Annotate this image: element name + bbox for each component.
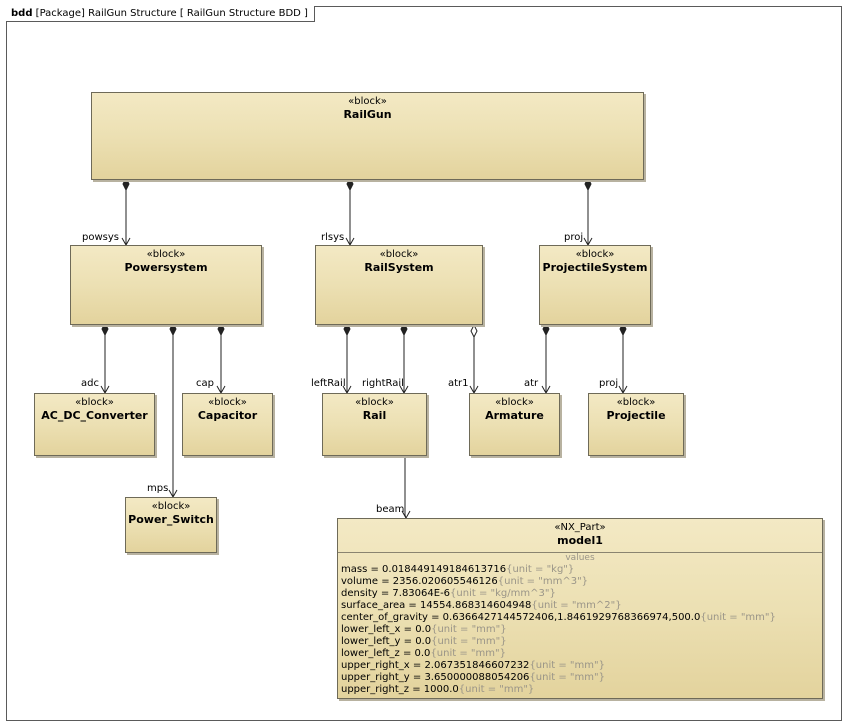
role-label-cap: cap (196, 378, 214, 389)
value-text: surface_area = 14554.868314604948 (341, 600, 532, 611)
value-unit: {unit = "mm^3"} (497, 576, 589, 587)
block-name: Power_Switch (128, 513, 214, 526)
value-row: center_of_gravity = 0.6366427144572406,1… (341, 612, 822, 624)
value-unit: {unit = "kg"} (506, 564, 575, 575)
role-label-adc: adc (81, 378, 99, 389)
block-name: Rail (362, 409, 387, 422)
role-label-rlsys: rlsys (321, 232, 345, 243)
block-ac-dc-converter[interactable]: «block» AC_DC_Converter (34, 393, 155, 456)
diamond-atr (542, 321, 550, 337)
diamond-leftrail (343, 321, 351, 337)
stereotype-label: «block» (75, 397, 114, 408)
role-label-leftrail: leftRail (311, 378, 346, 389)
block-projectile[interactable]: «block» Projectile (588, 393, 684, 456)
block-name: AC_DC_Converter (41, 409, 148, 422)
value-row: mass = 0.018449149184613716{unit = "kg"} (341, 564, 822, 576)
value-row: density = 7.83064E-6{unit = "kg/mm^3"} (341, 588, 822, 600)
value-unit: {unit = "mm"} (529, 672, 605, 683)
stereotype-label: «block» (495, 397, 534, 408)
role-label-beam: beam (376, 504, 405, 515)
value-row: upper_right_x = 2.067351846607232{unit =… (341, 660, 822, 672)
assoc-beam (404, 457, 407, 519)
block-railgun[interactable]: «block» RailGun (91, 92, 644, 180)
block-name: Capacitor (197, 409, 258, 422)
value-text: lower_left_x = 0.0 (341, 624, 432, 635)
stereotype-label: «block» (379, 249, 419, 260)
value-text: center_of_gravity = 0.6366427144572406,1… (341, 612, 701, 623)
value-unit: {unit = "mm"} (431, 636, 507, 647)
value-text: volume = 2356.020605546126 (341, 576, 498, 587)
stereotype-label: «NX_Part» (554, 522, 606, 533)
diamond-rightrail (400, 321, 408, 337)
stereotype-label: «block» (151, 501, 191, 512)
diagram-frame (6, 6, 842, 721)
role-label-proj-bottom: proj (599, 378, 619, 389)
role-label-atr: atr (524, 378, 539, 389)
stereotype-label: «block» (146, 249, 186, 260)
value-unit: {unit = "mm"} (529, 660, 605, 671)
block-projectilesystem[interactable]: «block» ProjectileSystem (539, 245, 651, 325)
diamond-cap (217, 321, 225, 337)
diamond-atr1 (470, 323, 478, 339)
values-compartment: values mass = 0.018449149184613716{unit … (338, 552, 822, 696)
block-model1[interactable]: «NX_Part» model1 values mass = 0.0184491… (337, 518, 823, 699)
block-power-switch[interactable]: «block» Power_Switch (125, 497, 217, 553)
value-unit: {unit = "mm"} (430, 648, 506, 659)
block-name: Powersystem (124, 261, 208, 274)
value-unit: {unit = "mm"} (700, 612, 776, 623)
value-row: lower_left_x = 0.0{unit = "mm"} (341, 624, 822, 636)
role-label-powsys: powsys (82, 232, 119, 243)
diamond-mps (169, 321, 177, 337)
value-text: mass = 0.018449149184613716 (341, 564, 507, 575)
diagram-frame-header: bdd [Package] RailGun Structure [ RailGu… (6, 6, 315, 22)
block-name: RailSystem (364, 261, 434, 274)
diamond-powsys (122, 176, 130, 192)
stereotype-label: «block» (355, 397, 394, 408)
stereotype-label: «block» (616, 397, 656, 408)
diamond-proj-top (584, 176, 592, 192)
block-capacitor[interactable]: «block» Capacitor (182, 393, 273, 456)
value-row: volume = 2356.020605546126{unit = "mm^3"… (341, 576, 822, 588)
block-name: ProjectileSystem (542, 261, 648, 274)
frame-title: [Package] RailGun Structure [ RailGun St… (35, 8, 308, 19)
block-armature[interactable]: «block» Armature (469, 393, 560, 456)
block-powersystem[interactable]: «block» Powersystem (70, 245, 262, 325)
role-label-atr1: atr1 (448, 378, 469, 389)
value-row: surface_area = 14554.868314604948{unit =… (341, 600, 822, 612)
value-text: density = 7.83064E-6 (341, 588, 451, 599)
stereotype-label: «block» (348, 96, 387, 107)
value-row: upper_right_y = 3.650000088054206{unit =… (341, 672, 822, 684)
diamond-proj-bottom (619, 321, 627, 337)
value-row: upper_right_z = 1000.0{unit = "mm"} (341, 684, 822, 696)
value-text: lower_left_y = 0.0 (341, 636, 432, 647)
block-name: Armature (485, 409, 544, 422)
block-rail[interactable]: «block» Rail (322, 393, 427, 456)
block-name: Projectile (606, 409, 666, 422)
values-list: mass = 0.018449149184613716{unit = "kg"}… (338, 564, 822, 696)
compartment-title: values (565, 553, 595, 563)
value-text: upper_right_z = 1000.0 (341, 684, 459, 695)
role-label-proj-top: proj (564, 232, 584, 243)
diamond-rlsys (346, 176, 354, 192)
block-railsystem[interactable]: «block» RailSystem (315, 245, 483, 325)
stereotype-label: «block» (208, 397, 247, 408)
frame-kind: bdd (11, 8, 33, 19)
value-text: upper_right_y = 3.650000088054206 (341, 672, 530, 683)
value-row: lower_left_z = 0.0{unit = "mm"} (341, 648, 822, 660)
block-name: RailGun (343, 108, 392, 121)
stereotype-label: «block» (575, 249, 615, 260)
value-text: lower_left_z = 0.0 (341, 648, 431, 659)
role-label-rightrail: rightRail (362, 378, 404, 389)
value-unit: {unit = "kg/mm^3"} (450, 588, 556, 599)
value-unit: {unit = "mm^2"} (531, 600, 622, 611)
value-unit: {unit = "mm"} (458, 684, 535, 695)
role-label-mps: mps (147, 483, 169, 494)
value-unit: {unit = "mm"} (431, 624, 507, 635)
diamond-adc (101, 321, 109, 337)
value-text: upper_right_x = 2.067351846607232 (341, 660, 530, 671)
value-row: lower_left_y = 0.0{unit = "mm"} (341, 636, 822, 648)
block-name: model1 (557, 534, 603, 547)
